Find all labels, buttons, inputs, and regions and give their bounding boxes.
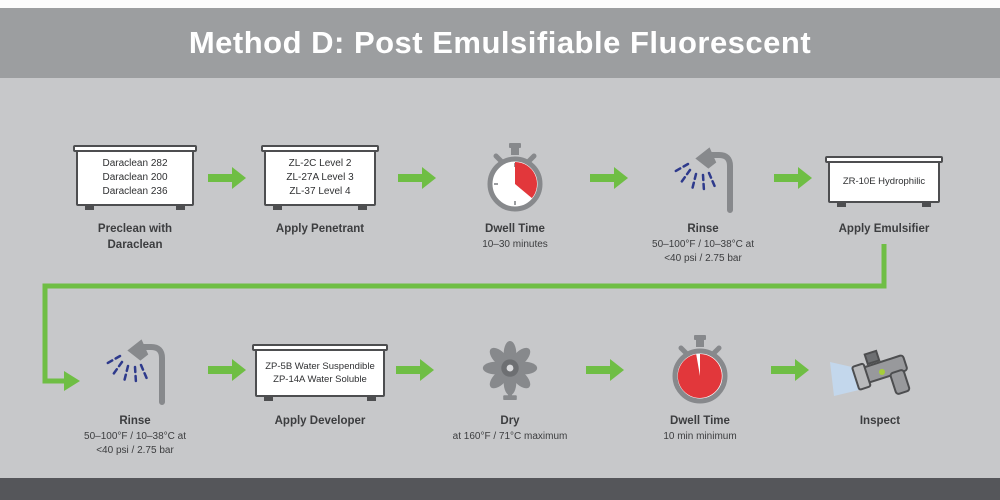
container-text-line: Daraclean 282 bbox=[102, 158, 168, 169]
step-label: Dwell Time 10 min minimum bbox=[663, 415, 737, 442]
step-apply-penetrant: ZL-2C Level 2 ZL-27A Level 3 ZL-37 Level… bbox=[245, 140, 395, 238]
container-icon: ZP-5B Water Suspendible ZP-14A Water Sol… bbox=[252, 344, 388, 401]
container-text-line: ZL-2C Level 2 bbox=[288, 158, 352, 169]
flow-arrow bbox=[398, 167, 436, 189]
step-label: Apply Emulsifier bbox=[838, 223, 930, 235]
step-dwell-time-2: Dwell Time 10 min minimum bbox=[620, 332, 780, 444]
container-text-line: ZP-5B Water Suspendible bbox=[265, 360, 375, 372]
flow-arrow bbox=[208, 167, 246, 189]
step-label: Rinse 50–100°F / 10–38°C at <40 psi / 2.… bbox=[652, 223, 754, 264]
title-banner: Method D: Post Emulsifiable Fluorescent bbox=[0, 8, 1000, 78]
step-label: Rinse 50–100°F / 10–38°C at <40 psi / 2.… bbox=[84, 415, 186, 456]
top-margin-strip bbox=[0, 0, 1000, 8]
shower-icon bbox=[672, 147, 733, 213]
stopwatch-icon bbox=[487, 143, 543, 212]
flow-arrow bbox=[771, 359, 809, 381]
container-text-line: ZL-27A Level 3 bbox=[286, 172, 354, 183]
shower-icon bbox=[104, 339, 165, 405]
container-icon: ZR-10E Hydrophilic bbox=[825, 155, 943, 207]
fan-icon bbox=[482, 340, 538, 401]
stopwatch-icon bbox=[672, 335, 728, 404]
step-dry: Dry at 160°F / 71°C maximum bbox=[425, 332, 595, 444]
container-text-line: ZP-14A Water Soluble bbox=[273, 374, 367, 385]
container-lid bbox=[73, 145, 197, 152]
uv-lamp-icon bbox=[830, 349, 911, 396]
step-label: Preclean with Daraclean bbox=[97, 223, 173, 251]
step-label: Dwell Time 10–30 minutes bbox=[482, 223, 548, 250]
flow-arrow bbox=[208, 359, 246, 381]
step-apply-emulsifier: ZR-10E Hydrophilic Apply Emulsifier bbox=[809, 147, 959, 238]
container-lid bbox=[252, 344, 388, 351]
step-label: Dry at 160°F / 71°C maximum bbox=[452, 415, 568, 442]
step-rinse-1: Rinse 50–100°F / 10–38°C at <40 psi / 2.… bbox=[618, 140, 788, 266]
container-icon: ZL-2C Level 2 ZL-27A Level 3 ZL-37 Level… bbox=[261, 145, 379, 210]
container-text-line: ZL-37 Level 4 bbox=[289, 186, 351, 197]
container-text-line: Daraclean 200 bbox=[102, 172, 168, 183]
flow-arrow bbox=[774, 167, 812, 189]
container-icon: Daraclean 282 Daraclean 200 Daraclean 23… bbox=[73, 145, 197, 210]
step-preclean: Daraclean 282 Daraclean 200 Daraclean 23… bbox=[60, 140, 210, 253]
step-label: Apply Penetrant bbox=[275, 223, 365, 235]
flow-arrow bbox=[590, 167, 628, 189]
page-title: Method D: Post Emulsifiable Fluorescent bbox=[188, 25, 812, 60]
flow-arrow bbox=[396, 359, 434, 381]
container-text-line: ZR-10E Hydrophilic bbox=[842, 175, 926, 187]
step-rinse-2: Rinse 50–100°F / 10–38°C at <40 psi / 2.… bbox=[50, 332, 220, 458]
container-lid bbox=[261, 145, 379, 152]
container-text-line: Daraclean 236 bbox=[102, 186, 168, 197]
step-apply-developer: ZP-5B Water Suspendible ZP-14A Water Sol… bbox=[240, 338, 400, 430]
flow-arrow bbox=[586, 359, 624, 381]
container-lid bbox=[825, 155, 943, 163]
step-inspect: Inspect bbox=[805, 332, 955, 430]
step-label: Inspect bbox=[859, 415, 901, 427]
step-label: Apply Developer bbox=[274, 415, 366, 427]
footer-bar bbox=[0, 478, 1000, 500]
step-dwell-time-1: Dwell Time 10–30 minutes bbox=[435, 140, 595, 252]
